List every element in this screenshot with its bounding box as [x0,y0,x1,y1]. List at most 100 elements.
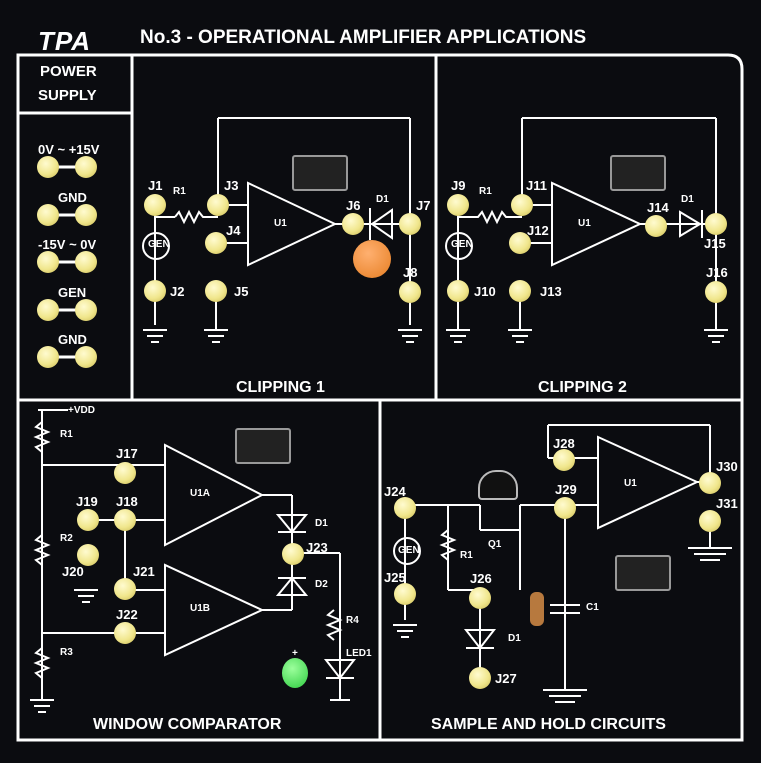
ps-jack-gnd1-b[interactable] [75,204,97,226]
label-d1-c2: D1 [681,194,694,205]
label-j5: J5 [234,284,249,299]
label-j12: J12 [527,223,549,238]
label-j31: J31 [716,496,738,511]
ic-chip-sample-hold [615,555,671,591]
power-supply-title-1: POWER [40,63,97,80]
section-sample-hold: SAMPLE AND HOLD CIRCUITS [431,716,666,733]
jack-j1[interactable] [144,194,166,216]
jack-j29[interactable] [554,497,576,519]
ps-jack-pos-a[interactable] [37,156,59,178]
label-j7: J7 [416,198,431,213]
led-green [282,658,308,688]
jack-j27[interactable] [469,667,491,689]
jack-j8[interactable] [399,281,421,303]
label-c1: C1 [586,602,599,613]
label-j25: J25 [384,570,406,585]
label-j20: J20 [62,564,84,579]
jack-j15[interactable] [705,213,727,235]
jack-j18[interactable] [114,509,136,531]
label-j11: J11 [526,178,547,193]
label-j8: J8 [403,265,418,280]
label-q1: Q1 [488,539,502,550]
label-j13: J13 [540,284,562,299]
jack-j11[interactable] [511,194,533,216]
ps-jack-gnd2-a[interactable] [37,346,59,368]
label-r1-w: R1 [60,429,73,440]
jack-j13[interactable] [509,280,531,302]
jack-j12[interactable] [509,232,531,254]
label-j16: J16 [706,265,728,280]
led-orange [353,240,391,278]
jack-j4[interactable] [205,232,227,254]
label-j15: J15 [704,236,726,251]
jack-j10[interactable] [447,280,469,302]
ps-jack-neg-a[interactable] [37,251,59,273]
jack-j7[interactable] [399,213,421,235]
transistor-q1 [478,470,518,500]
label-j27: J27 [495,671,517,686]
board-title: No.3 - OPERATIONAL AMPLIFIER APPLICATION… [140,27,587,48]
jack-j31[interactable] [699,510,721,532]
jack-j28[interactable] [553,449,575,471]
jack-j22[interactable] [114,622,136,644]
label-d1-w: D1 [315,518,328,529]
label-j18: J18 [116,494,138,509]
gen-source-clip2 [445,232,473,260]
label-j2: J2 [170,284,185,299]
jack-j25[interactable] [394,583,416,605]
jack-j17[interactable] [114,462,136,484]
jack-j3[interactable] [207,194,229,216]
section-window-comparator: WINDOW COMPARATOR [93,716,282,733]
label-r1-sh: R1 [460,550,473,561]
label-j6: J6 [346,198,361,213]
label-r1-c2: R1 [479,186,492,197]
jack-j24[interactable] [394,497,416,519]
label-j9: J9 [451,178,466,193]
label-u1a: U1A [190,488,211,499]
label-j1: J1 [148,178,163,193]
label-u1b: U1B [190,603,211,614]
rail-label-pos: 0V ~ +15V [38,142,100,157]
label-j10: J10 [474,284,496,299]
rail-label-gnd2: GND [58,332,87,347]
label-j14: J14 [647,200,669,215]
label-j19: J19 [76,494,98,509]
label-u1-sh: U1 [624,478,637,489]
label-led1: LED1 [346,648,372,659]
jack-j30[interactable] [699,472,721,494]
label-j26: J26 [470,571,492,586]
label-j3: J3 [224,178,239,193]
label-r1-c1: R1 [173,186,186,197]
ps-jack-gnd1-a[interactable] [37,204,59,226]
label-j17: J17 [116,446,138,461]
ps-jack-pos-b[interactable] [75,156,97,178]
label-led-plus: + [292,648,298,659]
jack-j6[interactable] [342,213,364,235]
jack-j16[interactable] [705,281,727,303]
ic-chip-u1-clip2 [610,155,666,191]
gen-source-sh [393,537,421,565]
ps-jack-gen-b[interactable] [75,299,97,321]
jack-j5[interactable] [205,280,227,302]
jack-j9[interactable] [447,194,469,216]
rail-label-gnd1: GND [58,190,87,205]
jack-j21[interactable] [114,578,136,600]
label-j28: J28 [553,436,575,451]
ps-jack-gen-a[interactable] [37,299,59,321]
jack-j14[interactable] [645,215,667,237]
ps-jack-neg-b[interactable] [75,251,97,273]
label-r4: R4 [346,615,359,626]
jack-j19[interactable] [77,509,99,531]
label-d2-w: D2 [315,579,328,590]
label-j4: J4 [226,223,241,238]
rail-label-neg: -15V ~ 0V [38,237,97,252]
ps-jack-gnd2-b[interactable] [75,346,97,368]
label-j22: J22 [116,607,138,622]
jack-j26[interactable] [469,587,491,609]
label-j30: J30 [716,459,738,474]
jack-j2[interactable] [144,280,166,302]
jack-j20[interactable] [77,544,99,566]
jack-j23[interactable] [282,543,304,565]
rail-label-gen: GEN [58,285,87,300]
